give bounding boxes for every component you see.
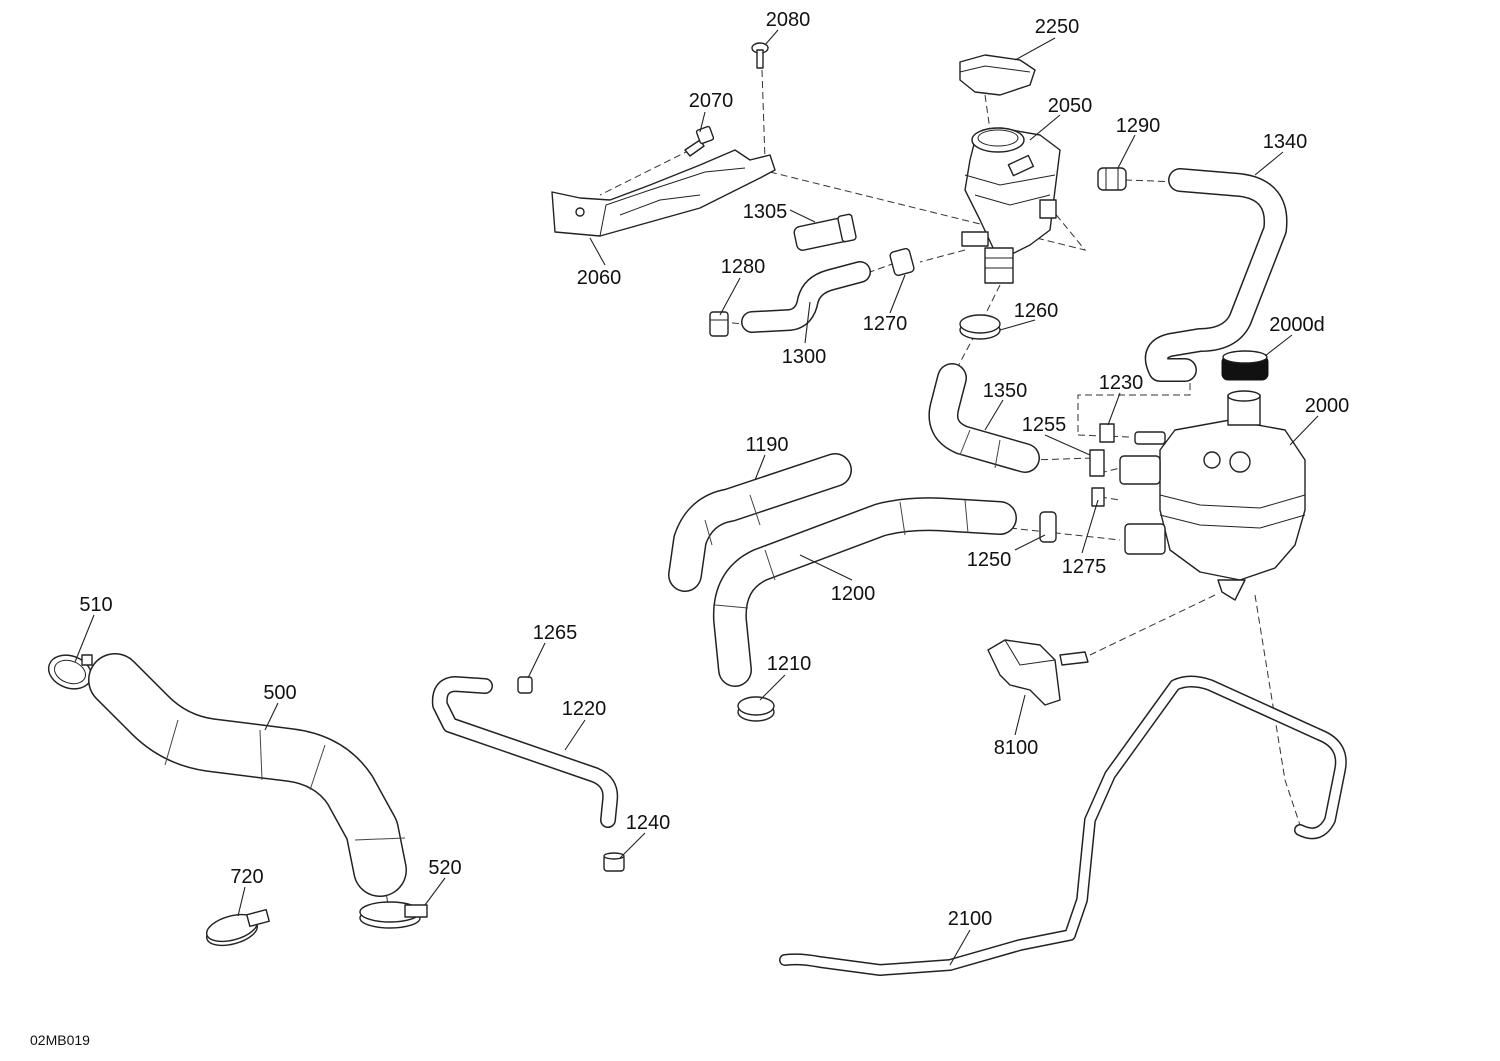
cap-1240 (603, 852, 625, 872)
label-1265: 1265 (533, 622, 578, 644)
tube-1220 (431, 676, 619, 828)
bracket-8100 (987, 639, 1089, 706)
clamp-1210 (737, 696, 775, 722)
clamp-1270 (889, 248, 915, 276)
clamp-1230 (1099, 423, 1115, 443)
label-1260: 1260 (1014, 300, 1059, 322)
label-1270: 1270 (863, 313, 908, 335)
label-2000d: 2000d (1269, 314, 1325, 336)
housing-2050 (961, 127, 1061, 284)
label-1200: 1200 (831, 583, 876, 605)
label-1340: 1340 (1263, 131, 1308, 153)
cap-2000d (1221, 350, 1269, 381)
label-1255: 1255 (1022, 414, 1067, 436)
label-8100: 8100 (994, 737, 1039, 759)
reservoir-2000 (1119, 390, 1306, 601)
label-1350: 1350 (983, 380, 1028, 402)
label-2000: 2000 (1305, 395, 1350, 417)
label-2100: 2100 (948, 908, 993, 930)
label-2250: 2250 (1035, 16, 1080, 38)
hose-1300 (741, 261, 871, 333)
drawing-code: 02MB019 (30, 1032, 90, 1048)
hose-1340 (1144, 168, 1288, 382)
plug-1280 (709, 311, 729, 337)
label-1230: 1230 (1099, 372, 1144, 394)
clamp-510 (47, 654, 93, 690)
hose-500 (88, 653, 407, 897)
label-1275: 1275 (1062, 556, 1107, 578)
label-2070: 2070 (689, 90, 734, 112)
bolt-2070 (684, 125, 715, 157)
connector-1305 (793, 213, 857, 251)
label-500: 500 (263, 682, 296, 704)
label-510: 510 (79, 594, 112, 616)
hose-1200 (712, 497, 1017, 687)
bracket-2060 (551, 149, 776, 237)
hose-1190 (668, 453, 852, 592)
label-1240: 1240 (626, 812, 671, 834)
label-1220: 1220 (562, 698, 607, 720)
label-2050: 2050 (1048, 95, 1093, 117)
hose-1350 (928, 363, 1040, 473)
label-2080: 2080 (766, 9, 811, 31)
clamp-1255 (1089, 449, 1105, 477)
label-1190: 1190 (745, 434, 788, 456)
clip-1265 (517, 676, 533, 694)
label-1280: 1280 (721, 256, 766, 278)
ring-1260 (959, 314, 1001, 340)
clamp-1275 (1091, 487, 1105, 507)
label-1250: 1250 (967, 549, 1012, 571)
screw-2080 (751, 42, 769, 69)
label-1305: 1305 (743, 201, 788, 223)
ring-1250 (1039, 511, 1057, 543)
label-1210: 1210 (767, 653, 812, 675)
label-520: 520 (428, 857, 461, 879)
clamp-1290 (1097, 167, 1127, 191)
part-labels: 2080 2250 2070 2050 1290 1340 1305 2060 … (30, 9, 1349, 1048)
label-1290: 1290 (1116, 115, 1161, 137)
label-720: 720 (230, 866, 263, 888)
label-1300: 1300 (782, 346, 827, 368)
leader-lines (74, 29, 1319, 966)
clamp-720 (205, 908, 270, 947)
label-2060: 2060 (577, 267, 622, 289)
cap-2250 (959, 54, 1036, 96)
line-2100 (779, 675, 1347, 976)
clamp-520 (359, 901, 428, 929)
